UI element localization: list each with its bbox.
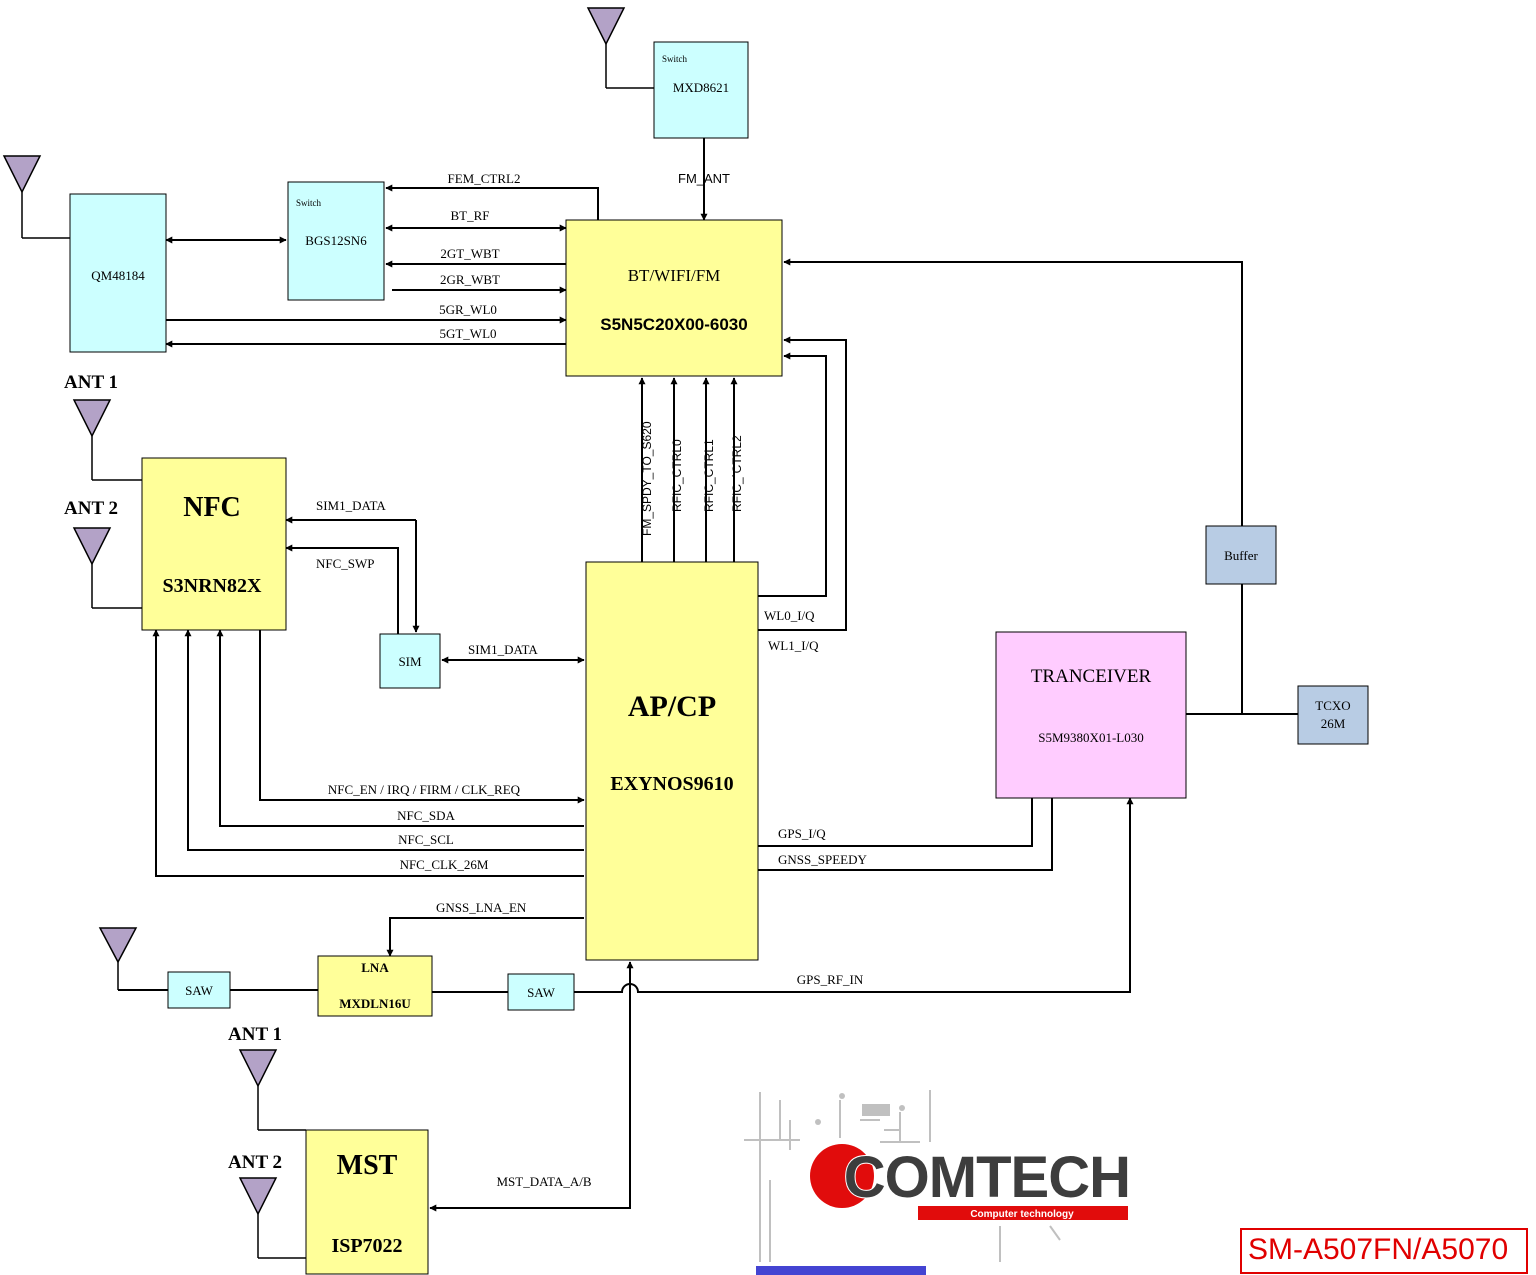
tcxo-line2: 26M — [1321, 716, 1346, 731]
label-fm-ant: FM_ANT — [678, 171, 730, 186]
label-5gr-wl0: 5GR_WL0 — [439, 302, 497, 317]
logo-tagline: Computer technology — [970, 1209, 1074, 1220]
label-wl0-iq: WL0_I/Q — [764, 608, 815, 623]
ap-part: EXYNOS9610 — [610, 773, 733, 795]
label-rfic-ctrl1: RFIC_CTRL1 — [702, 439, 716, 512]
label-mst-data: MST_DATA_A/B — [496, 1174, 591, 1189]
label-fem-ctrl2: FEM_CTRL2 — [448, 171, 521, 186]
mst-antenna-2 — [238, 1177, 306, 1259]
label-nfc-scl: NFC_SCL — [398, 832, 454, 847]
fem-antenna — [2, 155, 70, 239]
lna-title: LNA — [361, 960, 389, 975]
transceiver-title: TRANCEIVER — [1031, 666, 1152, 687]
saw2-block: SAW — [507, 973, 575, 1011]
label-gps-rf-in: GPS_RF_IN — [797, 972, 864, 987]
tcxo-line1: TCXO — [1315, 698, 1350, 713]
label-rfic-ctrl2: RFIC_`CTRL2 — [730, 435, 744, 512]
nfc-part: S3NRN82X — [163, 575, 262, 597]
nfc-block: NFC S3NRN82X — [141, 457, 287, 631]
fm-antenna — [586, 7, 654, 89]
buffer-name: Buffer — [1224, 548, 1258, 563]
mst-antenna-1 — [238, 1049, 306, 1131]
label-bt-rf: BT_RF — [450, 208, 489, 223]
label-nfc-sda: NFC_SDA — [397, 808, 455, 823]
label-wl1-iq: WL1_I/Q — [768, 638, 819, 653]
ap-block: AP/CP EXYNOS9610 — [585, 561, 759, 961]
label-sim1-data-nfc: SIM1_DATA — [316, 498, 386, 513]
fm-switch-block: Switch MXD8621 — [653, 41, 749, 139]
nfc-antenna-2 — [72, 527, 142, 609]
bt-switch-name: BGS12SN6 — [305, 233, 367, 248]
mst-part: ISP7022 — [331, 1235, 402, 1257]
transceiver-part: S5M9380X01-L030 — [1038, 730, 1143, 745]
label-nfc-swp: NFC_SWP — [316, 556, 375, 571]
gnss-antenna — [98, 927, 168, 991]
tcxo-block: TCXO 26M — [1297, 685, 1369, 745]
mst-ant1-label: ANT 1 — [228, 1024, 282, 1045]
mst-block: MST ISP7022 — [305, 1129, 429, 1275]
wifi-part: S5N5C20X00-6030 — [600, 315, 747, 334]
label-gnss-speedy: GNSS_SPEEDY — [778, 852, 867, 867]
label-rfic-ctrl0: RFIC_CTRL0 — [670, 439, 684, 512]
model-number: SM-A507FN/A5070 — [1248, 1233, 1509, 1266]
wifi-block: BT/WIFI/FM S5N5C20X00-6030 — [565, 219, 783, 377]
comtech-logo: COMTECH Computer technology — [744, 1090, 1132, 1275]
nfc-ant1-label: ANT 1 — [64, 372, 118, 393]
label-gnss-lna-en: GNSS_LNA_EN — [436, 900, 527, 915]
label-sim1-data-ap: SIM1_DATA — [468, 642, 538, 657]
saw1-name: SAW — [185, 983, 214, 998]
mst-ant2-label: ANT 2 — [228, 1152, 282, 1173]
mst-title: MST — [337, 1150, 398, 1181]
nfc-title: NFC — [183, 492, 241, 523]
label-2gr-wbt: 2GR_WBT — [440, 272, 500, 287]
fm-switch-tag: Switch — [662, 54, 688, 64]
logo-brand: COMTECH — [844, 1145, 1130, 1210]
nfc-antenna-1 — [72, 399, 142, 481]
label-nfc-clk: NFC_CLK_26M — [400, 857, 489, 872]
sim-name: SIM — [398, 654, 422, 669]
signal-labels: FM_ANT FEM_CTRL2 BT_RF 2GT_WBT 2GR_WBT 5… — [316, 171, 867, 1189]
fem-name: QM48184 — [91, 268, 145, 283]
transceiver-block: TRANCEIVER S5M9380X01-L030 — [995, 631, 1187, 799]
nfc-ant2-label: ANT 2 — [64, 498, 118, 519]
label-fm-spdy: FM_SPDY_TO_S620 — [640, 421, 654, 536]
wires — [118, 138, 1298, 1212]
fm-switch-name: MXD8621 — [673, 80, 729, 95]
sim-block: SIM — [379, 633, 441, 689]
label-2gt-wbt: 2GT_WBT — [440, 246, 499, 261]
label-nfc-en: NFC_EN / IRQ / FIRM / CLK_REQ — [328, 782, 521, 797]
label-gps-iq: GPS_I/Q — [778, 826, 826, 841]
lna-block: LNA MXDLN16U — [317, 955, 433, 1017]
bt-switch-tag: Switch — [296, 198, 322, 208]
model-number-badge: SM-A507FN/A5070 — [1240, 1228, 1528, 1274]
wifi-title: BT/WIFI/FM — [628, 266, 721, 285]
buffer-block: Buffer — [1205, 525, 1277, 585]
ap-title: AP/CP — [628, 690, 716, 723]
saw2-name: SAW — [527, 985, 556, 1000]
bt-switch-block: Switch BGS12SN6 — [287, 181, 385, 301]
lna-part: MXDLN16U — [339, 996, 411, 1011]
saw1-block: SAW — [167, 971, 231, 1009]
fem-block: QM48184 — [69, 193, 167, 353]
label-5gt-wl0: 5GT_WL0 — [439, 326, 496, 341]
